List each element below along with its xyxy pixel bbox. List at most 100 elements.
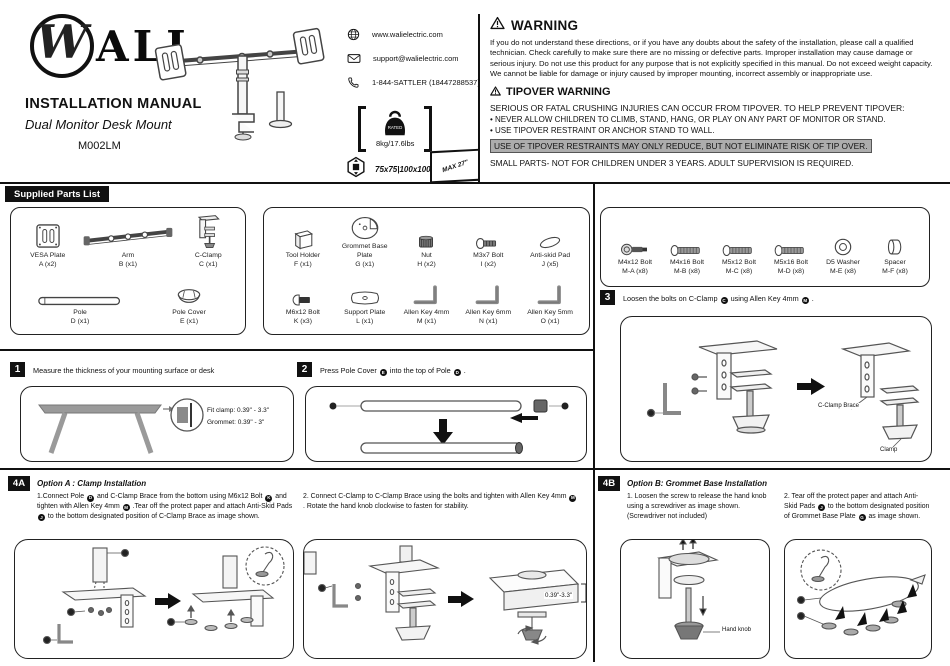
column-divider [593,184,595,662]
bolt-flat-icon [290,293,316,307]
nut-icon [417,234,435,250]
product-illustration [154,27,325,141]
thickness-specs: Fit clamp: 0.39" - 3.3" Grommet: 0.39" -… [207,405,269,430]
warning-body: If you do not understand these direction… [490,38,933,79]
clamp-to-desk-illustration [304,545,586,645]
step-3-diagram: C-Clamp Brace Clamp [620,316,932,462]
vesa-compatibility: 75x75|100x100 [345,156,431,183]
grommet-plate-pads-illustration [796,549,926,636]
website-row: www.walielectric.com [347,28,480,41]
part-name: M4x12 Bolt [617,259,652,267]
part-name: M6x12 Bolt [285,308,320,316]
model-number: M002LM [78,140,121,152]
option-a-step1-text: 1.Connect Pole D and C-Clamp Brace from … [37,493,293,522]
option-b-heading: Option B: Grommet Base Installation [627,479,768,488]
tipover-lead: SERIOUS OR FATAL CRUSHING INJURIES CAN O… [490,102,905,113]
part-name: M4x16 Bolt [669,259,704,267]
bolt-pan-icon [722,244,756,257]
pole-cover-icon [176,287,202,307]
tipover-warning-title: TIPOVER WARNING [506,85,611,98]
warning-triangle-icon [490,16,505,35]
part-name: Grommet Base Plate [341,243,388,259]
part-name: C-Clamp [194,251,222,259]
warning-title: WARNING [511,18,579,33]
part-name: Allen Key 5mm [527,308,573,316]
email-icon [347,53,361,64]
part-name: Allen Key 4mm [403,308,450,316]
option-b-step1-text: 1. Loosen the screw to release the hand … [627,493,767,520]
grommet-base-plate-icon [350,215,380,241]
part-name: Anti-skid Pad [530,251,571,259]
option-b-step2-diagram [784,539,932,659]
desk-thickness-dimension: 0.39"-3.3" [544,592,574,599]
allen-key-icon [411,281,441,307]
pole-to-brace-illustration [42,546,285,645]
option-a-number: 4A [8,476,30,491]
website-text: www.walielectric.com [372,30,443,39]
email-row: support@walielectric.com [347,53,480,64]
logo-w-letter: W [36,15,88,69]
part-code: C (x1) [199,260,218,268]
phone-text: 1-844-SATTLER (18447288537) [372,78,480,87]
weight-icon: RATED [385,110,406,136]
weight-rating: RATED 8kg/17.6lbs [358,106,433,152]
step-3-number: 3 [600,290,615,305]
rated-label: RATED [388,125,403,130]
part-name: M3x7 Bolt [473,251,504,259]
bolt-head-icon [620,242,650,257]
c-clamp-icon [194,214,222,250]
warning-section: WARNING If you do not understand these d… [490,16,938,168]
part-name: Nut [421,251,432,259]
part-name: D5 Washer [826,259,860,267]
pole-assembly-illustration [329,399,569,454]
part-letter-badge: K [265,494,273,502]
tipover-bullet: • NEVER ALLOW CHILDREN TO CLIMB, STAND, … [490,114,886,124]
support-plate-icon [348,289,382,307]
fit-clamp-spec: Fit clamp: 0.39" - 3.3" [207,407,270,414]
anti-skid-pad-icon [537,235,563,250]
part-name: Allen Key 6mm [465,308,512,316]
part-code: M-D (x8) [777,268,805,276]
bolt-pan-icon [774,244,808,257]
c-clamp-brace-label: C-Clamp Brace [817,403,861,409]
bolt-pan-icon [670,244,704,257]
vesa-pattern-text: 75x75|100x100 [375,165,431,174]
step-1-instruction: Measure the thickness of your mounting s… [33,366,215,375]
contact-info: www.walielectric.com support@walielectri… [347,28,480,89]
part-letter-badge: E [379,369,387,376]
part-name: Arm [121,251,135,259]
part-code: F (x1) [294,260,312,268]
spacer-icon [887,237,903,257]
bracket-left-decoration [358,106,366,152]
part-code: E (x1) [179,317,199,325]
bolt-short-icon [475,237,501,250]
supplied-parts-label: Supplied Parts List [5,186,110,202]
part-letter-badge: G [858,514,866,522]
header-rule [0,182,950,184]
part-code: M-C (x8) [725,268,753,276]
part-code: M-F (x8) [882,268,908,276]
part-name: Spacer [884,259,906,267]
part-letter-badge: M [569,494,577,502]
c-clamp-disassembly-illustration [646,340,920,448]
part-name: M5x16 Bolt [773,259,808,267]
bracket-right-decoration [424,106,433,152]
option-b-step1-diagram: Hand knob [620,539,770,659]
clamp-label: Clamp [879,447,899,453]
small-parts-warning: SMALL PARTS- NOT FOR CHILDREN UNDER 3 YE… [490,157,854,168]
part-name: Support Plate [344,308,386,316]
option-b-step2-text: 2. Tear off the protect paper and attach… [784,493,930,522]
part-letter-badge: C [720,297,728,304]
